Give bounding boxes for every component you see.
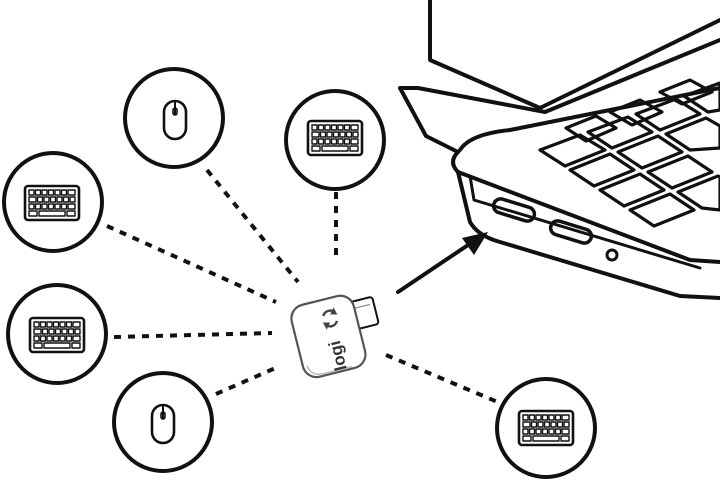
connection-lines	[106, 168, 501, 405]
usb-receiver: logi	[290, 294, 380, 379]
arrow-to-laptop	[396, 232, 488, 294]
device-keyboard-lower-left	[6, 283, 108, 385]
device-mouse-bottom	[112, 371, 214, 473]
link-mouse-top	[205, 168, 300, 284]
link-keyboard-upper-left	[106, 224, 277, 304]
link-mouse-bottom	[215, 364, 281, 396]
device-keyboard-bottom-right	[495, 377, 597, 479]
device-keyboard-upper-left	[2, 151, 104, 253]
laptop-keys	[538, 78, 720, 228]
sync-arrows-icon	[322, 307, 339, 330]
link-keyboard-lower-left	[113, 331, 273, 339]
laptop	[398, 0, 720, 300]
device-keyboard-top	[284, 89, 386, 191]
link-keyboard-bottom-right	[385, 353, 501, 405]
device-mouse-top	[123, 67, 225, 169]
laptop-icon	[398, 0, 720, 300]
